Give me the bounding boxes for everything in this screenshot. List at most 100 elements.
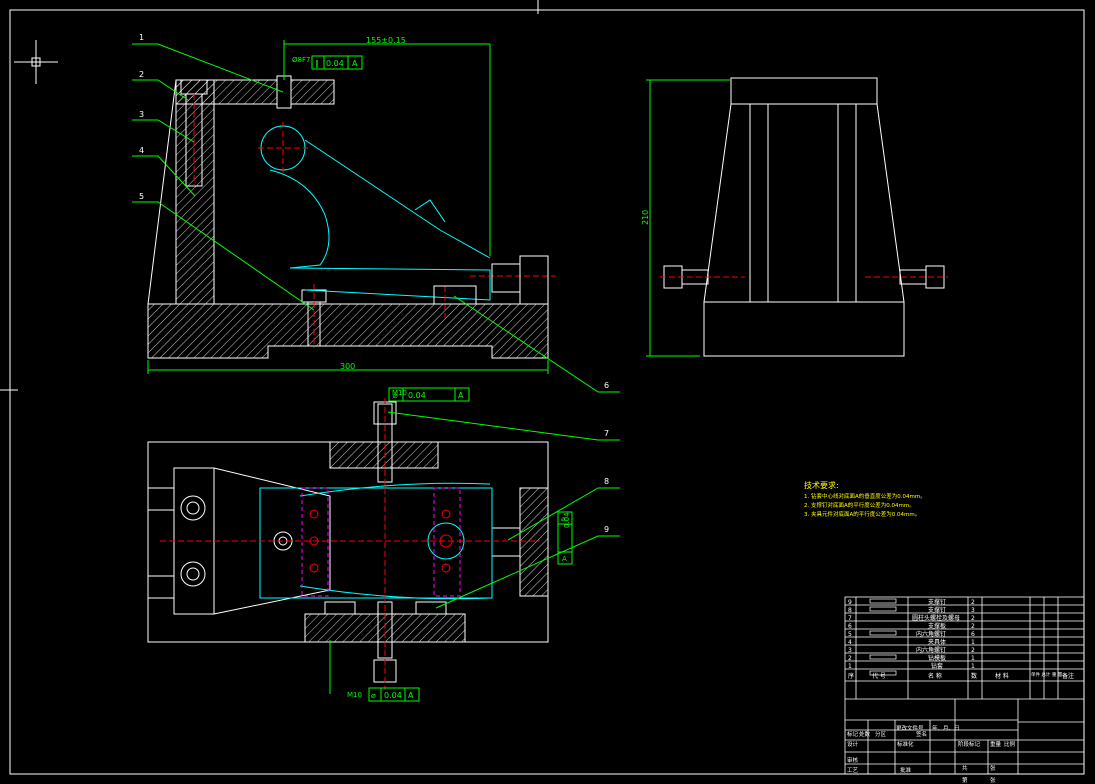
bom-name: 圆柱头螺栓及螺母 bbox=[912, 614, 960, 622]
tb-label: 设计 bbox=[847, 740, 859, 748]
balloon-2: 2 bbox=[139, 70, 144, 79]
bom-name: 支撑板 bbox=[928, 622, 946, 630]
tol-frame-value: 0.04 bbox=[326, 59, 344, 68]
drawing-frame bbox=[0, 0, 1085, 775]
side-view bbox=[646, 77, 948, 357]
tb-label: 共 bbox=[962, 764, 968, 772]
bom-no: 8 bbox=[848, 607, 852, 614]
balloon-3: 3 bbox=[139, 110, 144, 119]
tb-label: 阶段标记 bbox=[958, 740, 981, 748]
bom-name: 支撑钉 bbox=[928, 606, 946, 614]
tb-label: 分区 bbox=[875, 730, 887, 738]
front-view bbox=[147, 40, 555, 374]
bom-name: 支撑钉 bbox=[928, 598, 946, 606]
bom-no: 7 bbox=[848, 615, 852, 622]
frame-right-value: 0.04 bbox=[563, 512, 571, 528]
tb-label: 第 bbox=[962, 776, 968, 784]
bom-name: 钻模板 bbox=[928, 654, 946, 662]
bom-qty: 6 bbox=[971, 631, 975, 638]
balloon-4: 4 bbox=[139, 146, 144, 155]
tol-frame-datum: A bbox=[352, 59, 358, 68]
bom-header-qty: 数 bbox=[971, 672, 977, 680]
dim-height-210: 210 bbox=[641, 210, 650, 225]
balloon-5: 5 bbox=[139, 192, 144, 201]
frame-top-value: 0.04 bbox=[408, 391, 426, 400]
bom-no: 3 bbox=[848, 647, 852, 654]
bom-no: 1 bbox=[848, 663, 852, 670]
tb-label: 张 bbox=[990, 776, 996, 784]
tb-label: 年、月、日 bbox=[932, 724, 960, 732]
bom-code-boxes bbox=[869, 598, 897, 676]
tb-label: 比例 bbox=[1004, 740, 1016, 748]
bom-qty: 2 bbox=[971, 647, 975, 654]
front-dimensions bbox=[147, 40, 549, 374]
bom-header-material: 材 料 bbox=[995, 672, 1009, 680]
frame-bottom-symbol: ⌀ bbox=[371, 691, 376, 700]
bom-qty: 1 bbox=[971, 655, 975, 662]
leader-lines bbox=[132, 43, 620, 609]
tb-label: 处数 bbox=[859, 730, 871, 738]
frame-top-datum: A bbox=[458, 391, 464, 400]
bom-name: 内六角螺钉 bbox=[916, 630, 946, 638]
bom-header-no: 序 bbox=[848, 672, 854, 680]
title-block-grid bbox=[844, 596, 1085, 775]
balloon-8: 8 bbox=[604, 477, 609, 486]
top-view bbox=[147, 387, 573, 702]
bom-name: 夹具体 bbox=[928, 638, 946, 646]
balloon-7: 7 bbox=[604, 429, 609, 438]
title-block-labels: 标记 处数 分区 更改文件号 签名 年、月、日 设计 标准化 阶段标记 重量 比… bbox=[847, 724, 1016, 784]
crosshair-cursor-icon bbox=[14, 40, 58, 84]
bom-no: 2 bbox=[848, 655, 852, 662]
frame-right-symbol: ⌀ bbox=[561, 515, 565, 523]
thread-top-m10: M10 bbox=[392, 389, 407, 397]
fit-annotation: Ø8F7 bbox=[292, 56, 310, 64]
bom-no: 9 bbox=[848, 599, 852, 606]
frame-bottom-value: 0.04 bbox=[384, 691, 402, 700]
tb-label: 标准化 bbox=[897, 740, 914, 748]
bom-header: 序 代 号 名 称 数 材 料 单件 总计 重 量 备注 bbox=[848, 671, 1074, 680]
tb-label: 工艺 bbox=[847, 767, 859, 774]
tech-req-line-1: 1. 钻套中心线对底面A的垂直度公差为0.04mm。 bbox=[804, 492, 926, 500]
column-upright bbox=[147, 79, 300, 305]
balloon-6: 6 bbox=[604, 381, 609, 390]
tech-req-line-3: 3. 夹具元件对底面A的平行度公差为0.04mm。 bbox=[804, 510, 920, 518]
bom-qty: 1 bbox=[971, 663, 975, 670]
frame-right-datum: A bbox=[562, 555, 567, 563]
balloon-9: 9 bbox=[604, 525, 609, 534]
tb-label: 更改文件号 bbox=[896, 724, 924, 732]
frame-top-symbol: ⌀ bbox=[393, 391, 398, 400]
tb-label: 批准 bbox=[900, 766, 912, 774]
dim-length-300: 300 bbox=[340, 362, 355, 371]
workpiece-outline bbox=[260, 125, 491, 301]
frame-bottom-datum: A bbox=[408, 691, 414, 700]
base-plate bbox=[147, 303, 549, 359]
bom-name: 钻套 bbox=[931, 662, 943, 670]
bom-name: 内六角螺钉 bbox=[916, 646, 946, 654]
tech-req-title: 技术要求: bbox=[804, 480, 839, 490]
dim-overall-155: 155±0.15 bbox=[366, 36, 406, 45]
tb-label: 审核 bbox=[847, 756, 859, 764]
balloon-labels: 1 2 3 4 5 6 7 8 9 bbox=[139, 33, 609, 534]
bom-qty: 2 bbox=[971, 615, 975, 622]
tb-label: 签名 bbox=[916, 730, 927, 738]
tb-label: 张 bbox=[990, 764, 996, 772]
tol-frame-symbol: ∥ bbox=[315, 59, 319, 68]
bom-no: 4 bbox=[848, 639, 852, 646]
bom-qty: 3 bbox=[971, 607, 975, 614]
tb-label: 标记 bbox=[847, 730, 859, 738]
clamp-screw-right bbox=[433, 255, 549, 305]
tb-label: 重量 bbox=[990, 740, 1002, 748]
bolt-3 bbox=[180, 79, 208, 187]
bom-header-weight: 单件 总计 重 量 bbox=[1031, 671, 1063, 678]
bom-qty: 2 bbox=[971, 599, 975, 606]
balloon-1: 1 bbox=[139, 33, 144, 42]
bom-qty: 2 bbox=[971, 623, 975, 630]
center-marks bbox=[258, 122, 555, 318]
bom-header-code: 代 号 bbox=[872, 672, 886, 680]
bom-header-remark: 备注 bbox=[1062, 672, 1074, 680]
bom-rows: 9 支撑钉 2 8 支撑钉 3 7 圆柱头螺栓及螺母 2 6 支撑板 2 5 内… bbox=[848, 598, 975, 670]
bom-qty: 1 bbox=[971, 639, 975, 646]
thread-bottom-m10: M10 bbox=[347, 691, 362, 699]
tech-req-line-2: 2. 支撑钉对底面A的平行度公差为0.04mm。 bbox=[804, 501, 915, 509]
